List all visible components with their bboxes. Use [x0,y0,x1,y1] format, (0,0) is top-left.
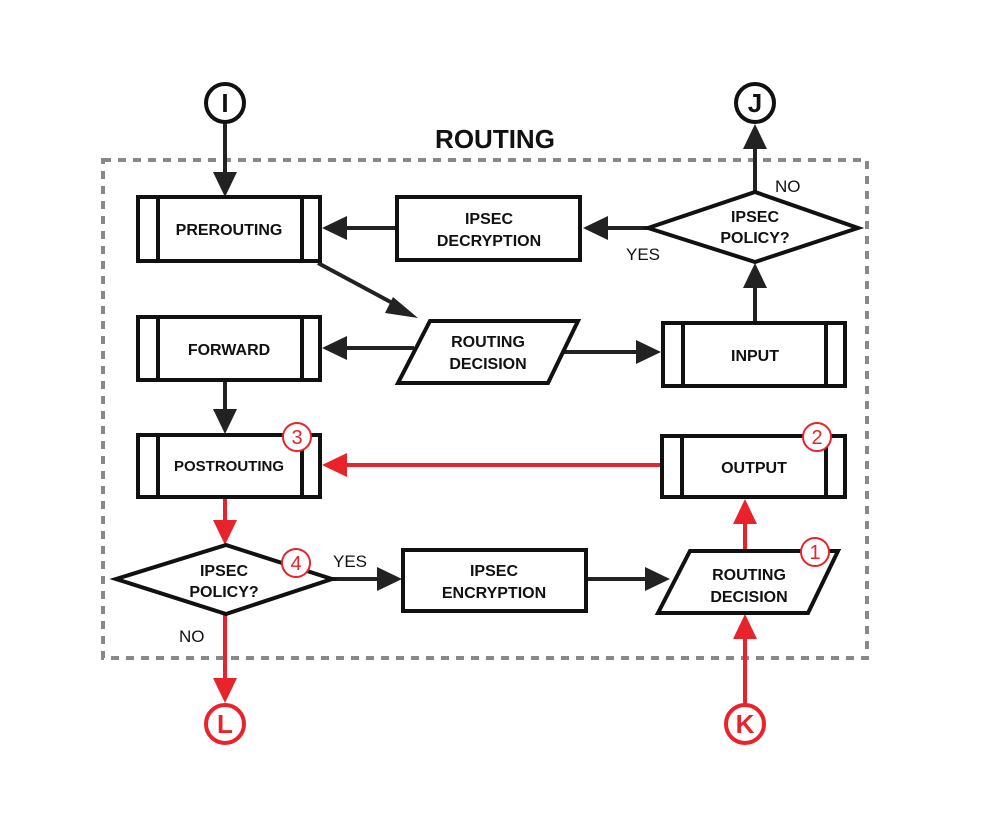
edge-input-to-ipsec-policy [743,263,767,321]
svg-text:INPUT: INPUT [731,348,779,365]
svg-text:2: 2 [811,427,822,449]
node-ipsec-decryption[interactable]: IPSEC DECRYPTION [395,195,582,262]
edge-output-to-postrouting [322,453,661,477]
node-prerouting[interactable]: PREROUTING [136,195,322,263]
svg-text:4: 4 [290,553,301,575]
edge-label-no-bottom: NO [179,627,205,646]
edge-routing-decision-to-input [564,340,661,364]
connector-i[interactable]: I [204,82,246,124]
edge-ipsec-policy-to-encryption [332,567,402,591]
svg-text:FORWARD: FORWARD [188,342,270,359]
arrowhead-icon [636,340,661,364]
node-ipsec-policy-bottom[interactable]: IPSEC POLICY? [109,542,339,617]
connector-j[interactable]: J [734,82,776,124]
svg-text:IPSEC: IPSEC [731,209,779,226]
arrowhead-icon [377,567,402,591]
node-routing-decision-bottom[interactable]: ROUTING DECISION [654,549,842,615]
svg-text:OUTPUT: OUTPUT [721,460,787,477]
arrowhead-icon [385,297,418,318]
arrowhead-icon [322,216,347,240]
svg-text:IPSEC: IPSEC [200,563,248,580]
svg-text:DECISION: DECISION [449,356,526,373]
step-badge-4: 4 [281,548,311,578]
step-badge-3: 3 [282,422,312,452]
edge-i-to-prerouting [213,122,237,197]
svg-text:POSTROUTING: POSTROUTING [174,458,284,475]
step-badge-2: 2 [802,422,832,452]
edge-decryption-to-prerouting [322,216,397,240]
svg-text:IPSEC: IPSEC [470,563,518,580]
svg-text:DECRYPTION: DECRYPTION [437,233,541,250]
svg-text:ROUTING: ROUTING [712,567,786,584]
node-forward[interactable]: FORWARD [136,315,322,382]
edge-ipsec-policy-to-decryption [583,216,648,240]
edge-ipsec-policy-to-l [213,614,237,703]
svg-text:L: L [217,709,233,739]
svg-text:POLICY?: POLICY? [720,230,789,247]
svg-text:DECISION: DECISION [710,589,787,606]
step-badge-1: 1 [800,537,830,567]
node-ipsec-encryption[interactable]: IPSEC ENCRYPTION [401,548,588,613]
diagram-title: ROUTING [435,124,555,154]
connector-k[interactable]: K [724,703,766,745]
arrowhead-icon [213,409,237,434]
edge-ipsec-policy-to-j [743,124,767,192]
edge-label-no-top: NO [775,177,801,196]
arrowhead-icon [213,172,237,197]
svg-text:1: 1 [809,542,820,564]
svg-text:I: I [221,88,228,118]
arrowhead-icon [733,499,757,524]
svg-text:J: J [748,88,762,118]
edge-postrouting-to-ipsec-policy [213,498,237,545]
routing-frame [101,158,869,660]
svg-text:K: K [736,709,755,739]
svg-text:PREROUTING: PREROUTING [176,222,283,239]
arrowhead-icon [733,614,757,639]
edge-label-yes-top: YES [626,245,660,264]
edge-label-yes-bottom: YES [333,552,367,571]
arrowhead-icon [743,263,767,288]
edge-routing-decision-to-forward [322,336,414,360]
arrowhead-icon [743,124,767,149]
edge-encryption-to-routing-decision [586,567,670,591]
arrowhead-icon [213,678,237,703]
edge-k-to-routing-decision [733,614,757,704]
node-ipsec-policy-top[interactable]: IPSEC POLICY? [641,189,865,265]
edge-prerouting-to-routing-decision [317,261,418,318]
svg-text:POLICY?: POLICY? [189,584,258,601]
arrowhead-icon [322,336,347,360]
svg-text:ROUTING: ROUTING [451,334,525,351]
svg-text:ENCRYPTION: ENCRYPTION [442,585,546,602]
node-input[interactable]: INPUT [661,321,847,388]
arrowhead-icon [213,520,237,545]
connector-l[interactable]: L [204,703,246,745]
arrowhead-icon [583,216,608,240]
edge-forward-to-postrouting [213,381,237,434]
svg-text:IPSEC: IPSEC [465,211,513,228]
arrowhead-icon [322,453,347,477]
node-routing-decision-top[interactable]: ROUTING DECISION [394,319,582,385]
svg-text:3: 3 [291,427,302,449]
edge-routing-decision-to-output [733,499,757,549]
node-postrouting[interactable]: POSTROUTING [136,433,322,499]
arrowhead-icon [645,567,670,591]
